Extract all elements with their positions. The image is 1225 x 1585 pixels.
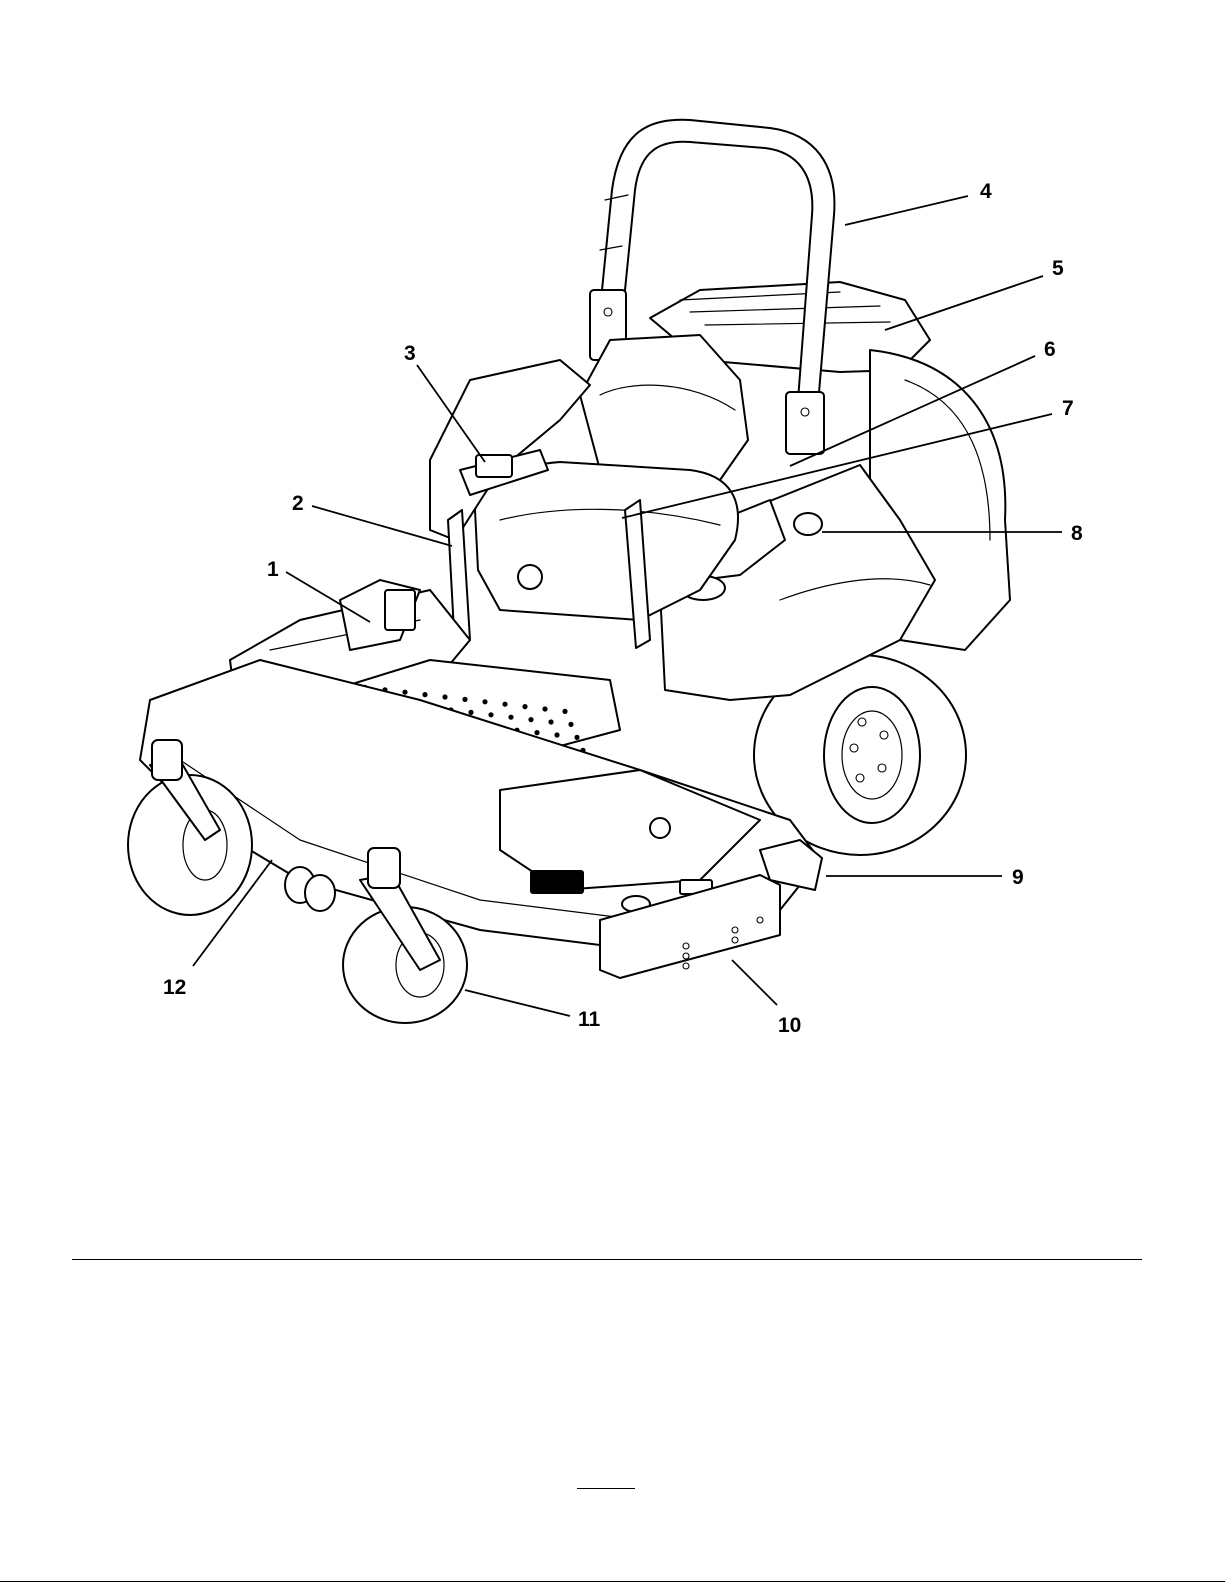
platform-hole xyxy=(402,690,407,695)
leader-5 xyxy=(885,276,1043,330)
platform-hole xyxy=(548,719,553,724)
page-number-underline xyxy=(577,1488,635,1489)
leader-11 xyxy=(465,990,570,1016)
platform-hole xyxy=(554,732,559,737)
callout-7: 7 xyxy=(1062,397,1074,420)
callout-6: 6 xyxy=(1044,338,1056,361)
platform-hole xyxy=(488,712,493,717)
platform-hole xyxy=(534,730,539,735)
callout-1: 1 xyxy=(267,558,279,581)
platform-hole xyxy=(528,717,533,722)
platform-hole xyxy=(562,709,567,714)
platform-hole xyxy=(422,692,427,697)
callout-8: 8 xyxy=(1071,522,1083,545)
platform-hole xyxy=(468,710,473,715)
footer-divider xyxy=(0,1581,1225,1582)
callout-4: 4 xyxy=(980,180,992,203)
callout-11: 11 xyxy=(578,1008,601,1031)
platform-hole xyxy=(442,694,447,699)
leader-4 xyxy=(845,196,968,225)
callout-12: 12 xyxy=(163,976,186,999)
callout-3: 3 xyxy=(404,342,416,365)
leader-10 xyxy=(732,960,777,1005)
callout-2: 2 xyxy=(292,492,304,515)
platform-hole xyxy=(462,697,467,702)
platform-hole xyxy=(542,706,547,711)
callout-5: 5 xyxy=(1052,257,1064,280)
platform-hole xyxy=(574,735,579,740)
platform-hole xyxy=(502,702,507,707)
callout-9: 9 xyxy=(1012,866,1024,889)
platform-hole xyxy=(522,704,527,709)
callout-10: 10 xyxy=(778,1014,801,1037)
mower-figure: 1 2 3 4 5 6 7 8 9 10 11 12 xyxy=(0,0,1225,1060)
platform-hole xyxy=(482,699,487,704)
platform-hole xyxy=(568,722,573,727)
section-divider xyxy=(72,1259,1142,1260)
platform-hole xyxy=(508,715,513,720)
